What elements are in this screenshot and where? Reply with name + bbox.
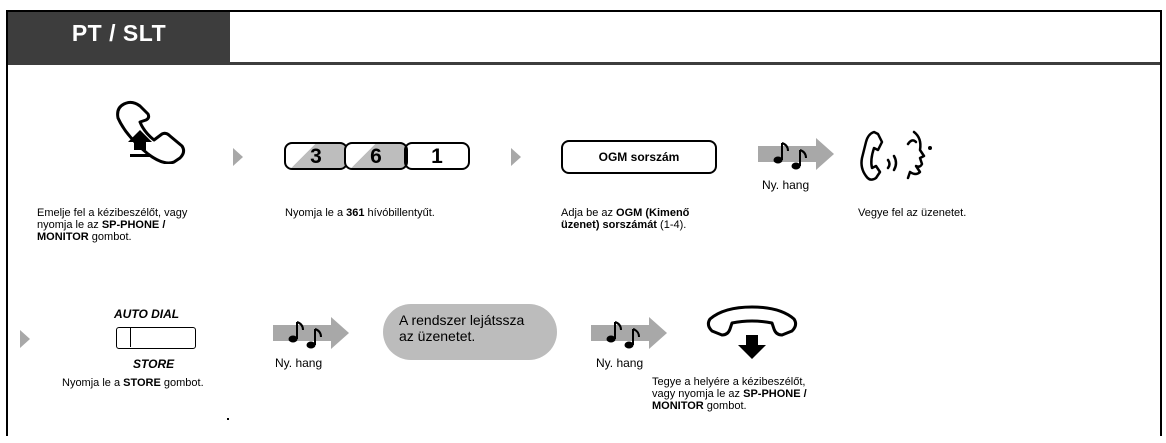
row2-final-caption: Tegye a helyére a kézibeszélőt, vagy nyo… — [652, 376, 807, 412]
header-title: PT / SLT — [71, 20, 167, 46]
procedure-frame — [6, 10, 1162, 436]
auto-dial-label: AUTO DIAL — [114, 307, 180, 321]
confirmation-tone-label: Ny. hang — [275, 356, 323, 370]
row1-step2-caption: Nyomja le a 361 hívóbillentyűt. — [285, 207, 435, 219]
header-tab: PT / SLT — [8, 12, 230, 62]
step-arrow — [20, 330, 30, 348]
row1-step3-caption: Adja be az OGM (Kimenő üzenet) sorszámát… — [561, 207, 690, 231]
dial-key-3: 3 — [284, 142, 348, 170]
dot-mark — [227, 418, 229, 420]
record-speech-icon — [860, 130, 932, 181]
store-label: STORE — [133, 357, 175, 371]
confirmation-tone-icon — [591, 317, 667, 349]
row1-step4-caption: Vegye fel az üzenetet. — [858, 207, 967, 219]
row1-step1-caption: Emelje fel a kézibeszélőt, vagy nyomja l… — [37, 207, 188, 243]
header-rule — [8, 62, 1160, 65]
step-arrow — [233, 148, 243, 166]
ogm-number-box: OGM sorszám — [561, 140, 717, 174]
key-sequence-361: 3 6 1 — [284, 142, 476, 172]
step-arrow — [511, 148, 521, 166]
row2-step1-caption: Nyomja le a STORE gombot. — [62, 377, 204, 389]
dial-key-1: 1 — [404, 142, 470, 170]
handset-hang-up-icon — [706, 305, 798, 359]
confirmation-tone-icon — [273, 317, 349, 349]
confirmation-tone-label: Ny. hang — [762, 178, 810, 192]
confirmation-tone-label: Ny. hang — [596, 356, 644, 370]
dial-key-6: 6 — [344, 142, 408, 170]
auto-dial-store-key — [116, 327, 196, 349]
handset-lift-icon — [116, 100, 186, 164]
system-plays-message-bubble: A rendszer lejátssza az üzenetet. — [383, 304, 557, 360]
confirmation-tone-icon — [758, 138, 834, 170]
